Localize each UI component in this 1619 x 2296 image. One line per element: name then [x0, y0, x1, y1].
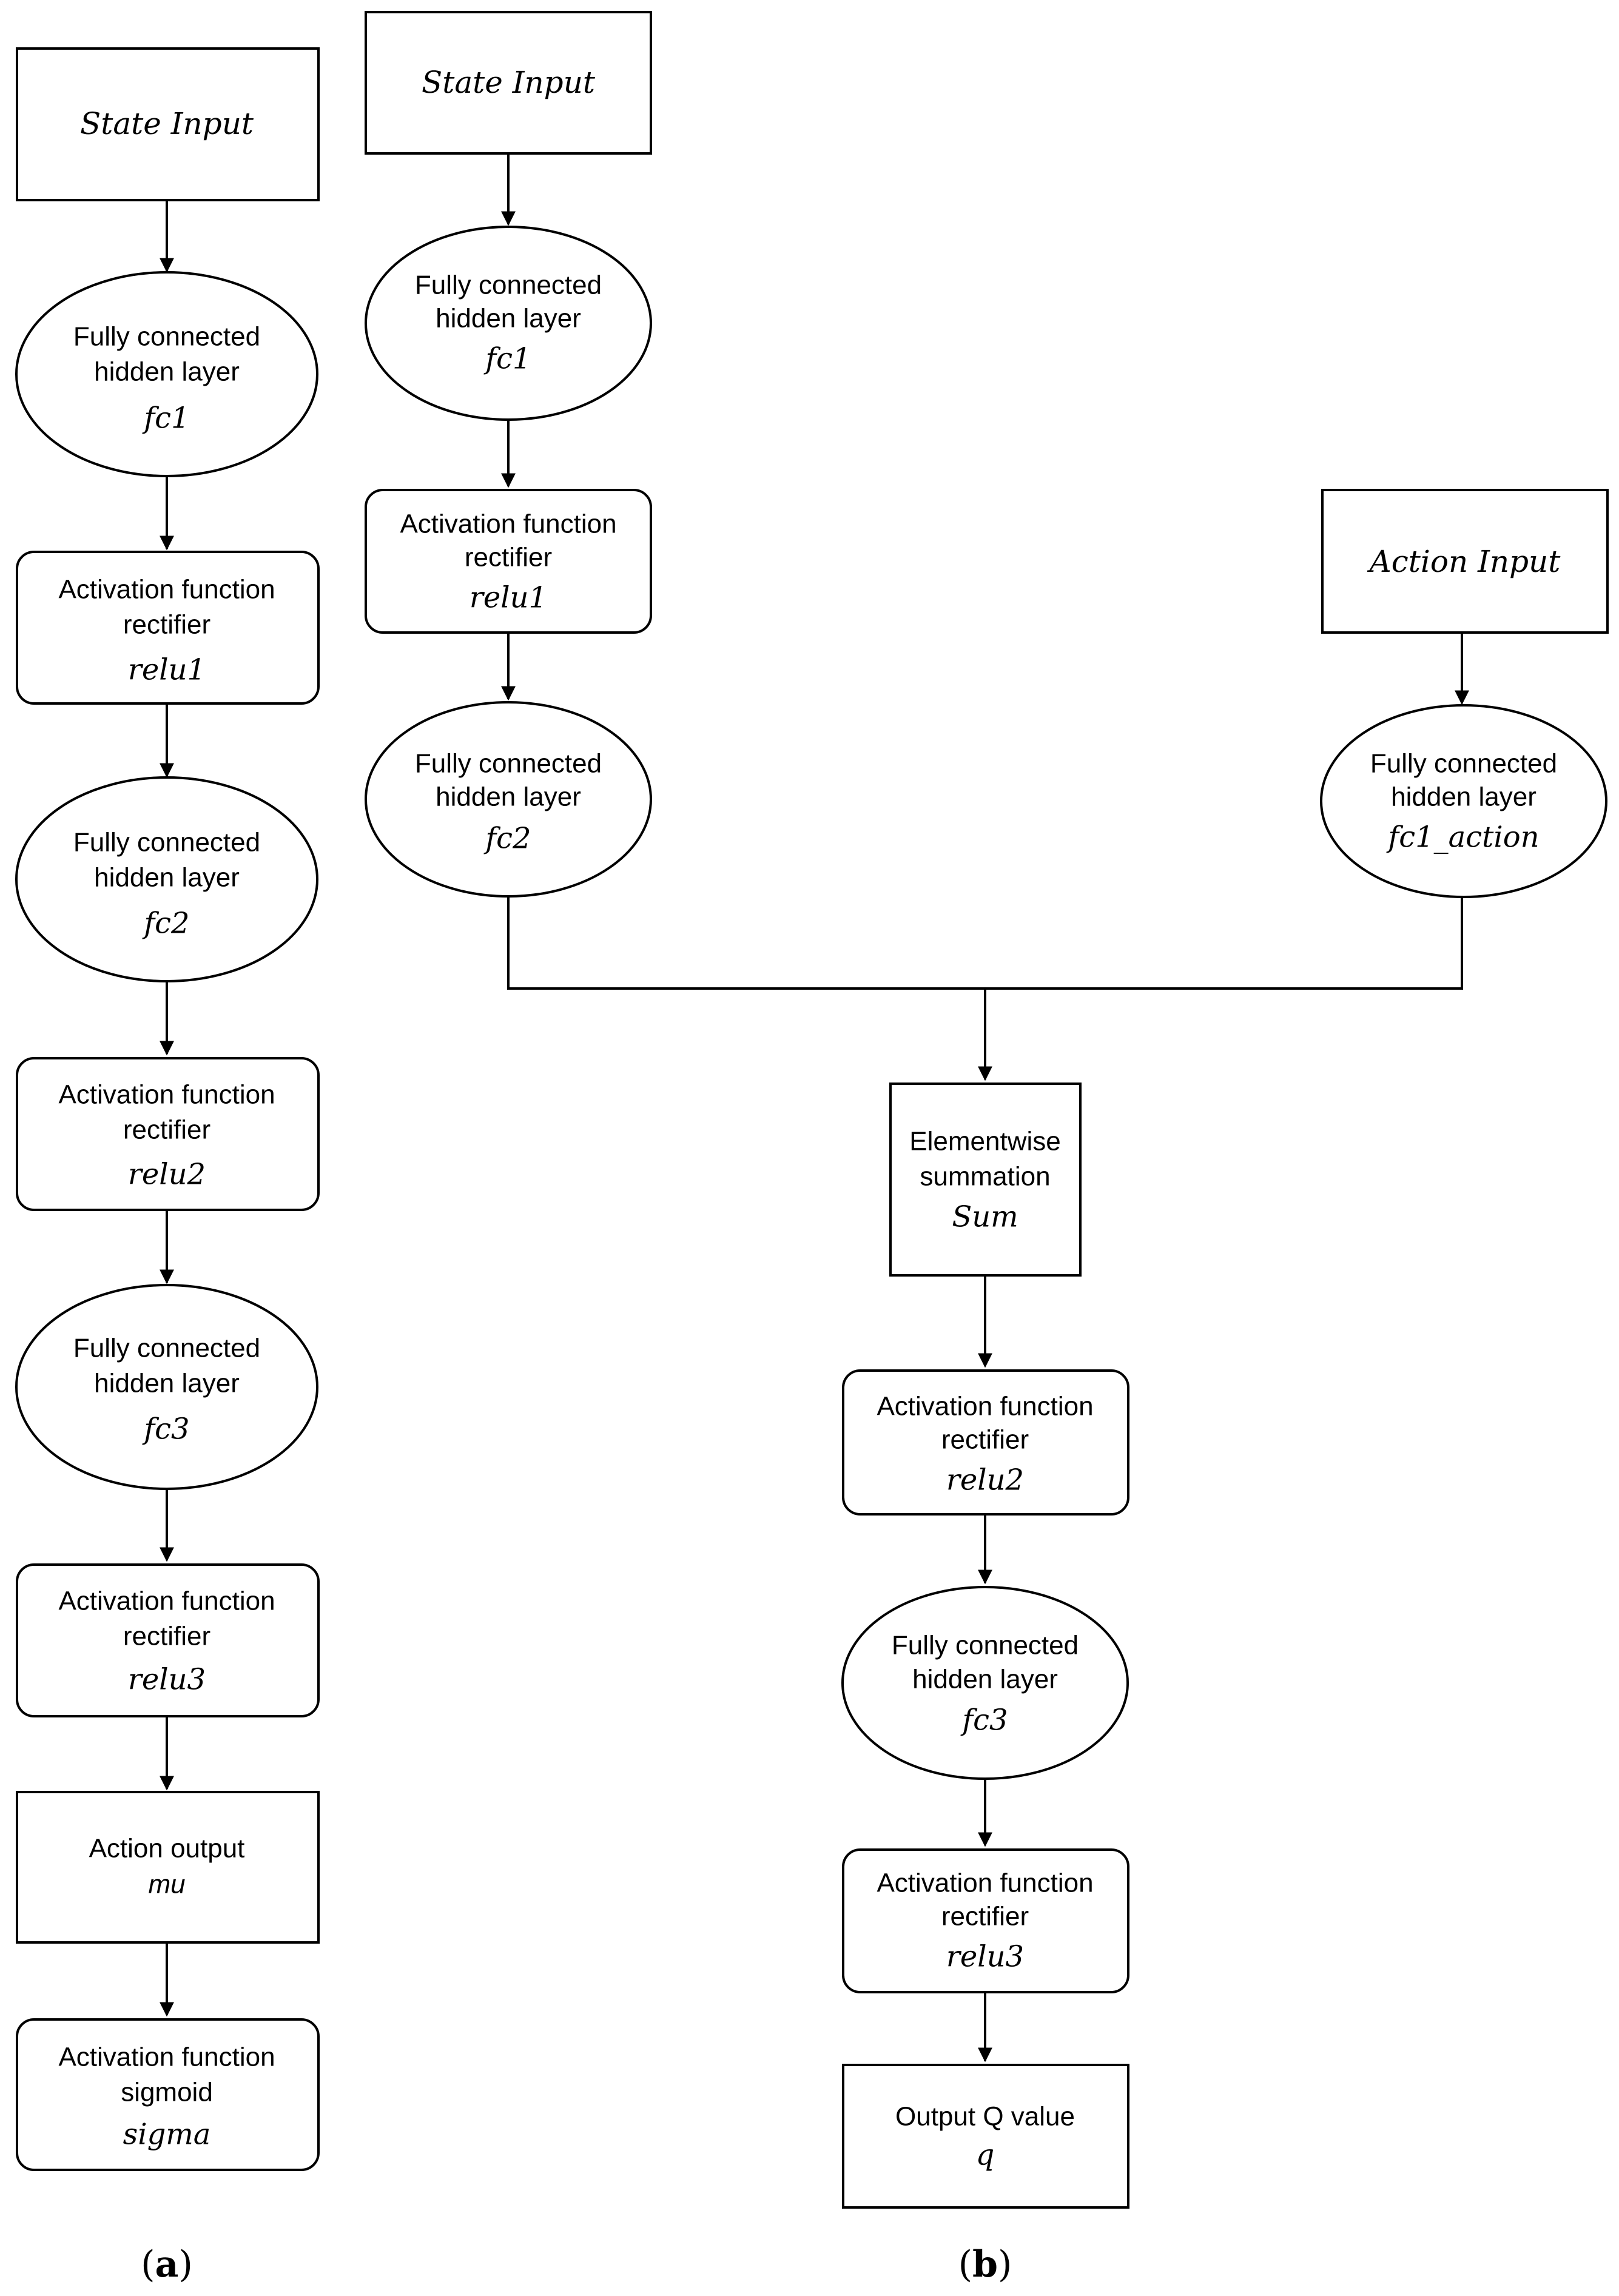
node-b-fc1: Fully connected hidden layer fc1	[365, 226, 652, 421]
node-label: hidden layer	[94, 863, 240, 893]
node-a-state-input: State Input	[16, 47, 320, 201]
node-label: sigmoid	[121, 2078, 213, 2107]
edge-b-merge-line	[507, 896, 1463, 990]
node-label: rectifier	[123, 1115, 210, 1145]
node-layer-id: fc1	[483, 342, 531, 376]
node-label: Activation function	[58, 2043, 275, 2072]
node-layer-id: fc2	[483, 822, 531, 856]
node-b-relu2: Activation function rectifier relu2	[842, 1369, 1129, 1516]
node-label: Activation function	[58, 575, 275, 605]
node-label: hidden layer	[94, 357, 240, 387]
node-label: hidden layer	[1391, 782, 1537, 812]
node-label: rectifier	[941, 1425, 1029, 1455]
node-layer-id: sigma	[123, 2118, 211, 2152]
node-label: State Input	[422, 65, 596, 100]
node-label: hidden layer	[436, 304, 581, 334]
node-label: Output Q value	[895, 2102, 1075, 2132]
node-layer-id: fc2	[142, 907, 189, 941]
node-layer-id: fc1	[142, 401, 189, 435]
node-label: Fully connected	[73, 322, 260, 352]
node-layer-id: mu	[148, 1870, 185, 1899]
node-label: rectifier	[941, 1902, 1029, 1932]
node-layer-id: fc1_action	[1386, 821, 1539, 854]
node-a-sigmoid: Activation function sigmoid sigma	[16, 2018, 320, 2171]
node-label: Activation function	[58, 1586, 275, 1616]
node-layer-id: Sum	[952, 1200, 1018, 1234]
caption-b: (b)	[958, 2243, 1012, 2286]
node-a-fc2: Fully connected hidden layer fc2	[15, 776, 318, 982]
node-a-action-output: Action output mu	[16, 1791, 320, 1944]
node-label: Activation function	[877, 1392, 1093, 1422]
node-label: Elementwise	[909, 1127, 1060, 1156]
node-label: Action Input	[1367, 544, 1561, 579]
node-b-action-input: Action Input	[1321, 489, 1609, 634]
node-layer-id: relu1	[470, 581, 547, 615]
node-label: hidden layer	[912, 1665, 1058, 1694]
node-label: hidden layer	[94, 1369, 240, 1398]
node-label: Fully connected	[73, 1334, 260, 1363]
node-label: rectifier	[123, 610, 210, 640]
node-label: Activation function	[400, 509, 616, 539]
node-b-output-q: Output Q value q	[842, 2064, 1129, 2209]
caption-a: (a)	[141, 2243, 193, 2286]
node-label: Fully connected	[415, 749, 602, 779]
node-label: Fully connected	[73, 828, 260, 858]
node-b-state-input: State Input	[365, 11, 652, 155]
node-label: State Input	[80, 106, 254, 141]
node-a-relu2: Activation function rectifier relu2	[16, 1057, 320, 1211]
node-label: Fully connected	[415, 270, 602, 300]
node-label: rectifier	[465, 543, 552, 572]
node-label: summation	[920, 1162, 1050, 1192]
node-label: Activation function	[877, 1868, 1093, 1898]
node-layer-id: fc3	[960, 1704, 1008, 1737]
diagram-a: State Input Fully connected hidden layer…	[15, 47, 320, 2286]
node-label: Action output	[89, 1834, 245, 1864]
node-layer-id: relu2	[946, 1463, 1024, 1497]
node-layer-id: relu2	[128, 1158, 206, 1192]
node-b-fc3: Fully connected hidden layer fc3	[841, 1586, 1129, 1780]
node-layer-id: relu3	[128, 1663, 206, 1697]
node-label: Fully connected	[892, 1631, 1079, 1660]
node-label: rectifier	[123, 1622, 210, 1651]
diagram-b: State Input Fully connected hidden layer…	[365, 11, 1609, 2286]
node-a-fc1: Fully connected hidden layer fc1	[15, 271, 318, 477]
node-a-relu3: Activation function rectifier relu3	[16, 1563, 320, 1717]
diagram-b-edges	[501, 153, 1469, 2063]
node-layer-id: relu1	[128, 653, 206, 687]
node-b-fc2: Fully connected hidden layer fc2	[365, 701, 652, 898]
node-b-relu1: Activation function rectifier relu1	[365, 489, 652, 634]
node-a-relu1: Activation function rectifier relu1	[16, 551, 320, 705]
node-b-sum: Elementwise summation Sum	[889, 1083, 1082, 1277]
node-layer-id: fc3	[142, 1412, 189, 1446]
node-label: Activation function	[58, 1080, 275, 1110]
node-b-relu3: Activation function rectifier relu3	[842, 1848, 1129, 1993]
node-a-fc3: Fully connected hidden layer fc3	[15, 1284, 318, 1490]
node-layer-id: q	[976, 2138, 995, 2172]
node-label: Fully connected	[1370, 749, 1557, 779]
node-label: hidden layer	[436, 782, 581, 812]
node-b-fc1-action: Fully connected hidden layer fc1_action	[1320, 704, 1607, 898]
node-layer-id: relu3	[946, 1940, 1024, 1974]
